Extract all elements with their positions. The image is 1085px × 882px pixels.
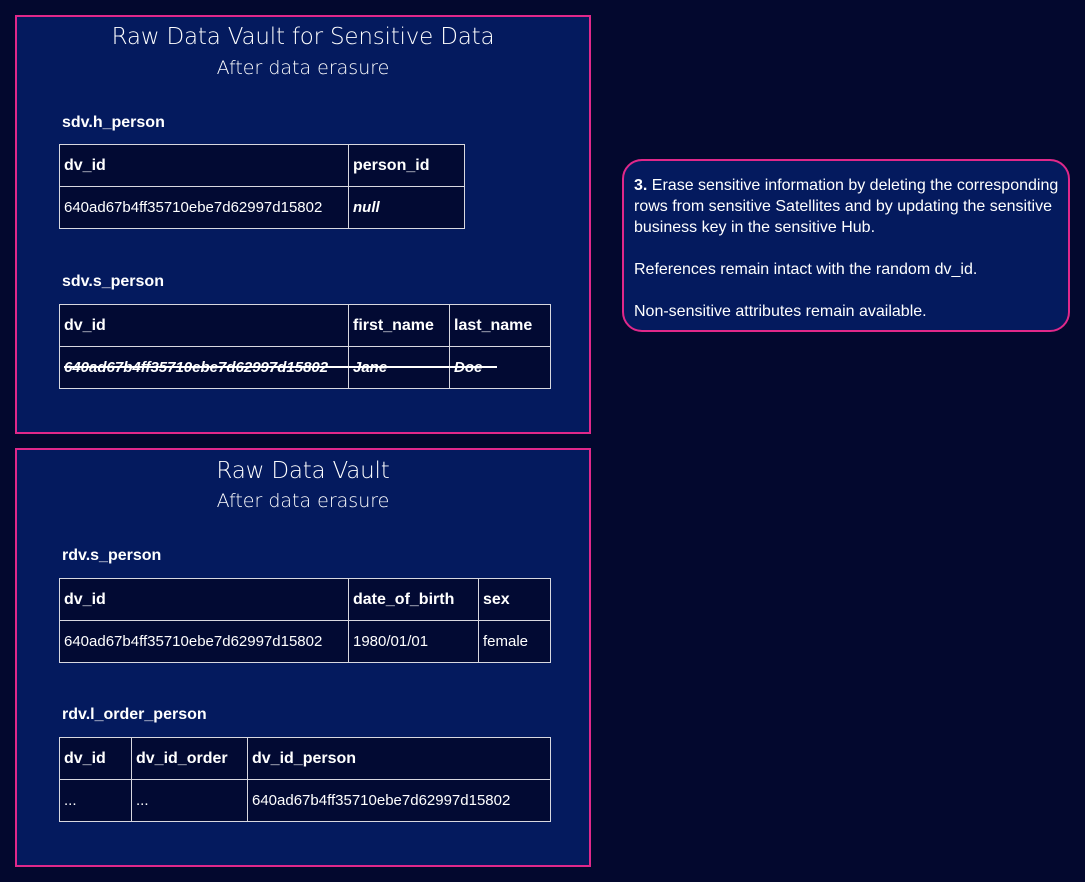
table-cell: 640ad67b4ff35710ebe7d62997d15802 xyxy=(59,186,349,229)
table-cell-null: null xyxy=(348,186,465,229)
panel-title: Raw Data Vault for Sensitive Data xyxy=(111,24,495,50)
table-cell: ... xyxy=(131,779,248,822)
table-label-rdv-l-order-person: rdv.l_order_person xyxy=(62,706,207,723)
table-cell: 640ad67b4ff35710ebe7d62997d15802 xyxy=(59,620,349,663)
column-header: last_name xyxy=(449,304,551,347)
panel-subtitle: After data erasure xyxy=(216,57,390,79)
table-header-row: dv_id dv_id_order dv_id_person xyxy=(59,737,551,780)
table-rdv-l-order-person: dv_id dv_id_order dv_id_person ... ... 6… xyxy=(59,737,551,822)
column-header: dv_id xyxy=(59,737,132,780)
table-row: 640ad67b4ff35710ebe7d62997d15802 null xyxy=(59,186,465,229)
table-cell: female xyxy=(478,620,551,663)
table-row: 640ad67b4ff35710ebe7d62997d15802 1980/01… xyxy=(59,620,551,663)
column-header: date_of_birth xyxy=(348,578,479,621)
sensitive-data-vault-panel: Raw Data Vault for Sensitive Data After … xyxy=(15,15,591,434)
table-header-row: dv_id date_of_birth sex xyxy=(59,578,551,621)
table-cell: 1980/01/01 xyxy=(348,620,479,663)
table-cell: ... xyxy=(59,779,132,822)
table-header-row: dv_id person_id xyxy=(59,144,465,187)
table-label-sdv-s-person: sdv.s_person xyxy=(62,273,164,290)
table-sdv-s-person: dv_id first_name last_name 640ad67b4ff35… xyxy=(59,304,551,389)
step-text: Erase sensitive information by deleting … xyxy=(634,177,1059,236)
note-paragraph-step: 3. Erase sensitive information by deleti… xyxy=(634,175,1068,238)
step-note-box: 3. Erase sensitive information by deleti… xyxy=(622,159,1070,332)
column-header: first_name xyxy=(348,304,450,347)
note-paragraph-references: References remain intact with the random… xyxy=(634,261,978,278)
table-header-row: dv_id first_name last_name xyxy=(59,304,551,347)
column-header: person_id xyxy=(348,144,465,187)
table-sdv-h-person: dv_id person_id 640ad67b4ff35710ebe7d629… xyxy=(59,144,465,229)
panel-title: Raw Data Vault xyxy=(216,458,390,484)
column-header: sex xyxy=(478,578,551,621)
table-row: ... ... 640ad67b4ff35710ebe7d62997d15802 xyxy=(59,779,551,822)
column-header: dv_id xyxy=(59,304,349,347)
column-header: dv_id_person xyxy=(247,737,551,780)
panel-subtitle: After data erasure xyxy=(216,490,390,512)
note-paragraph-attributes: Non-sensitive attributes remain availabl… xyxy=(634,303,927,320)
table-rdv-s-person: dv_id date_of_birth sex 640ad67b4ff35710… xyxy=(59,578,551,663)
strikethrough-line xyxy=(64,366,497,368)
column-header: dv_id xyxy=(59,144,349,187)
column-header: dv_id xyxy=(59,578,349,621)
table-cell: 640ad67b4ff35710ebe7d62997d15802 xyxy=(247,779,551,822)
column-header: dv_id_order xyxy=(131,737,248,780)
raw-data-vault-panel: Raw Data Vault After data erasure rdv.s_… xyxy=(15,448,591,867)
table-label-sdv-h-person: sdv.h_person xyxy=(62,114,165,131)
step-number: 3. xyxy=(634,177,648,194)
table-label-rdv-s-person: rdv.s_person xyxy=(62,547,162,564)
